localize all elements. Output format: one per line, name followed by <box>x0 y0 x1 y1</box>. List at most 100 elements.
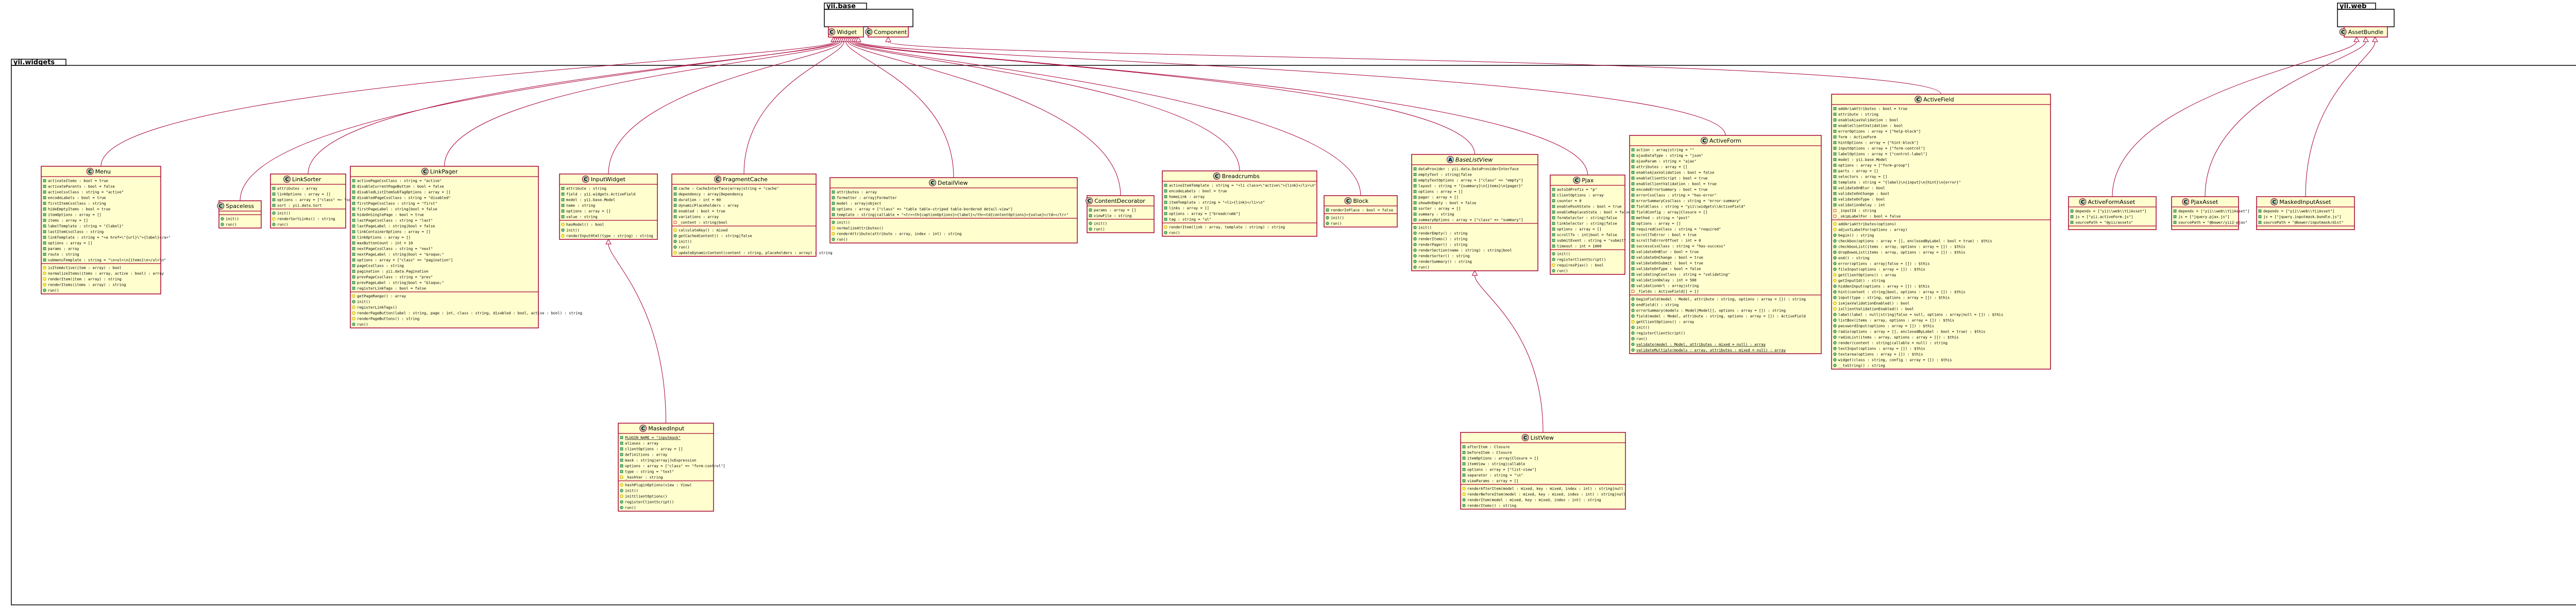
class-field: summaryOptions : array = ["class" => "su… <box>1413 218 1523 222</box>
class-icon-letter: C <box>423 169 427 175</box>
member-text: begin() : string <box>1838 233 1874 238</box>
public-visibility-icon <box>1833 141 1837 144</box>
public-visibility-icon <box>1833 284 1837 288</box>
member-text: addAriaAttributes : bool = true <box>1838 107 1907 111</box>
protected-visibility-icon <box>620 494 623 498</box>
class-icon <box>714 176 722 183</box>
public-visibility-icon <box>43 202 46 205</box>
public-visibility-icon <box>1552 228 1555 231</box>
public-visibility-icon <box>43 179 46 182</box>
class-name: Spaceless <box>226 203 254 210</box>
member-text: radioList(items : array, options : array… <box>1838 335 1959 340</box>
public-visibility-icon <box>561 198 565 201</box>
public-visibility-icon <box>1552 269 1555 273</box>
class-icon-letter: C <box>2081 200 2084 205</box>
member-text: name : string <box>566 203 595 208</box>
public-visibility-icon <box>1833 118 1837 121</box>
member-text: validationDelay : int = 500 <box>1636 278 1697 283</box>
public-visibility-icon <box>352 270 355 273</box>
public-visibility-icon <box>1462 462 1466 465</box>
class-field: emptyTextOptions : array = ["class" => "… <box>1413 178 1523 183</box>
class-field: beforeItem : Closure <box>1462 450 1512 455</box>
class-icon-letter: C <box>2341 30 2345 36</box>
class-field: firstPageLabel : string|bool = false <box>352 207 437 212</box>
class-name: Menu <box>95 168 111 175</box>
member-text: value : string <box>566 215 598 219</box>
public-visibility-icon <box>352 202 355 205</box>
member-text: hiddenInput(options : array = []) : $thi… <box>1838 284 1929 289</box>
member-text: errorOptions : array = ["help-block"] <box>1838 129 1921 134</box>
member-text: enabled : bool = true <box>679 209 725 214</box>
public-visibility-icon <box>1552 222 1555 225</box>
member-text: separator : string = "\n" <box>1467 473 1523 478</box>
public-visibility-icon <box>1631 308 1635 312</box>
member-text: run() <box>1636 337 1648 341</box>
public-visibility-icon <box>1413 254 1417 258</box>
class-field: mask : string|array|JsExpression <box>620 458 696 463</box>
member-text: ajaxDataType : string = "json" <box>1636 153 1703 158</box>
public-visibility-icon <box>1833 262 1837 266</box>
member-text: init() <box>566 228 580 233</box>
public-visibility-icon <box>1833 346 1837 351</box>
class-field: firstPageCssClass : string = "first" <box>352 201 437 206</box>
member-text: params : array = [] <box>1094 208 1136 213</box>
inheritance-line <box>608 243 666 424</box>
class-field: validateOnBlur : bool <box>1833 186 1885 190</box>
member-text: mask : string|array|JsExpression <box>625 458 696 463</box>
class-field: summary : string <box>1413 212 1454 217</box>
member-text: activateItems : bool = true <box>48 179 108 183</box>
class-name: ActiveField <box>1923 96 1954 103</box>
public-visibility-icon <box>1631 188 1635 191</box>
public-visibility-icon <box>352 190 355 194</box>
member-text: registerLinkTags : bool = false <box>357 286 426 291</box>
class-field: errorOptions : array = ["help-block"] <box>1833 129 1921 134</box>
member-text: aliases : array <box>625 441 659 446</box>
member-text: submitEvent : string = "submit" <box>1557 238 1626 243</box>
public-visibility-icon <box>352 207 355 211</box>
class-name: Block <box>1353 198 1369 204</box>
class-method: run() <box>1413 265 1430 270</box>
protected-visibility-icon <box>620 483 623 487</box>
class-box <box>1411 154 1538 271</box>
inheritance-edge-breadcrumbs <box>847 36 1240 171</box>
public-visibility-icon <box>1833 107 1837 110</box>
class-field: hideEmptyItems : bool = true <box>43 207 110 212</box>
member-text: updateDynamicContent(content : string, p… <box>679 251 833 255</box>
public-visibility-icon <box>352 213 355 216</box>
member-text: model : yii.base.Model <box>566 198 615 202</box>
class-field: field : yii.widgets.ActiveField <box>561 192 635 197</box>
class-method: normalizeAttributes() <box>832 226 884 231</box>
protected-visibility-icon <box>832 226 835 230</box>
member-text: listBox(items : array, options : array =… <box>1838 318 1954 323</box>
public-visibility-icon <box>1089 214 1092 217</box>
inheritance-edge-active-form <box>855 36 1726 136</box>
class-field: aliases : array <box>620 441 659 446</box>
public-visibility-icon <box>1413 190 1417 193</box>
member-text: nextPageLabel : string|bool = "&raquo;" <box>357 252 444 257</box>
class-field: itemTemplate : string = "<li>{link}</li>… <box>1164 200 1265 205</box>
protected-visibility-icon <box>352 317 355 321</box>
member-text: options : array = ["class" => "paginatio… <box>357 258 453 263</box>
